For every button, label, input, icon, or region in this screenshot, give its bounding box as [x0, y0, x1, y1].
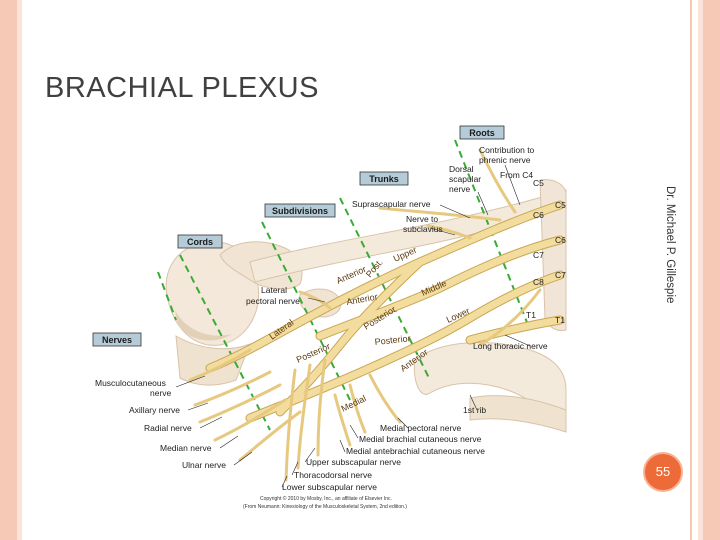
upper-subscapular-branch — [316, 358, 327, 457]
root-label-t1-small: T1 — [526, 310, 536, 320]
division-label-anterior-1: Anterior — [335, 264, 368, 286]
thoracodorsal-branch — [296, 363, 312, 470]
cords-header-box — [177, 234, 223, 249]
label-upper-subscapular: Upper subscapular nerve — [306, 457, 401, 467]
label-contribution-phrenic-2: phrenic nerve — [479, 155, 531, 165]
posterior-cord-nerve — [276, 258, 424, 416]
radial-branch — [198, 383, 282, 424]
slide-title: BRACHIAL PLEXUS — [45, 72, 319, 104]
divider-cords-nerves — [179, 254, 271, 431]
label-nerve-to-subclavius-2: subclavius — [403, 224, 443, 234]
axillary-branch — [193, 370, 272, 407]
nerves-header: Nerves — [102, 335, 132, 345]
label-contribution-phrenic-1: Contribution to — [479, 145, 535, 155]
root-label-c5: C5 — [555, 200, 566, 210]
lateral-pectoral-branch — [298, 290, 332, 310]
lower-subscapular-branch — [284, 368, 297, 482]
label-axillary: Axillary nerve — [129, 405, 180, 415]
root-label-t1: T1 — [555, 315, 565, 325]
divider-nerves-end — [157, 271, 177, 321]
label-radial: Radial nerve — [144, 423, 192, 433]
t1-root-nerve — [466, 316, 564, 344]
slide-border-right-inner — [698, 0, 703, 540]
root-label-c8-small: C8 — [533, 277, 544, 287]
root-labels: C5 C6 C7 T1 C5 C6 C7 C8 T1 From C4 — [500, 170, 566, 325]
nerve-paths — [188, 148, 565, 482]
cords-header: Cords — [187, 237, 213, 247]
roots-header: Roots — [469, 128, 495, 138]
divider-subdivisions-cords — [261, 221, 351, 401]
label-nerve-to-subclavius-1: Nerve to — [406, 214, 438, 224]
root-label-c5-small: C5 — [533, 178, 544, 188]
label-thoracodorsal: Thoracodorsal nerve — [294, 470, 372, 480]
label-medial-pectoral: Medial pectoral nerve — [380, 423, 462, 433]
slide-border-left-inner — [17, 0, 22, 540]
label-dorsal-scapular-1: Dorsal — [449, 164, 474, 174]
trunks-header-box — [359, 171, 409, 186]
leader-lines — [175, 164, 531, 488]
copyright-line-1: Copyright © 2010 by Mosby, Inc., an affi… — [260, 495, 392, 502]
label-medial-antebrachial-cut: Medial antebrachial cutaneous nerve — [346, 446, 485, 456]
medial-pectoral-branch — [368, 373, 402, 424]
humeral-head-shade — [175, 310, 232, 341]
label-lateral-pectoral-1: Lateral — [261, 285, 287, 295]
humerus-shaft — [175, 335, 251, 386]
nerve-to-subclavius-branch — [426, 224, 472, 240]
ulnar-branch — [238, 410, 302, 462]
division-label-posterior-3: Posterior — [374, 333, 411, 347]
label-medial-brachial-cut: Medial brachial cutaneous nerve — [359, 434, 482, 444]
root-label-c7: C7 — [555, 270, 566, 280]
median-branch — [213, 398, 287, 442]
root-label-c6-small: C6 — [533, 210, 544, 220]
trunks-header: Trunks — [369, 174, 399, 184]
nerves-header-box — [92, 332, 142, 347]
label-lateral-pectoral-2: pectoral nerve — [246, 296, 300, 306]
subdivisions-header-box — [264, 203, 336, 218]
slide-border-left — [0, 0, 17, 540]
label-long-thoracic: Long thoracic nerve — [473, 341, 548, 351]
label-dorsal-scapular-3: nerve — [449, 184, 471, 194]
label-musculocutaneous-2: nerve — [150, 388, 172, 398]
label-ulnar: Ulnar nerve — [182, 460, 226, 470]
section-headers: Roots Trunks Subdivisions Cords Nerves — [92, 125, 505, 347]
long-thoracic-branch — [478, 288, 542, 347]
slide-border-right — [703, 0, 720, 540]
structure-labels: Contribution to phrenic nerve Dorsal sca… — [95, 145, 548, 492]
rib-2 — [469, 395, 567, 433]
copyright-line-2: (From Neumann: Kinesiology of the Muscul… — [243, 504, 407, 510]
page-number-badge: 55 — [643, 452, 683, 492]
label-median: Median nerve — [160, 443, 212, 453]
label-dorsal-scapular-2: scapular — [449, 174, 481, 184]
medial-brachial-cut-branch — [348, 383, 367, 434]
label-first-rib: 1st rib — [463, 405, 486, 415]
root-label-c7-small: C7 — [533, 250, 544, 260]
subdivisions-header: Subdivisions — [272, 206, 328, 216]
slide-right-divider — [690, 0, 692, 540]
medial-antebrachial-cut-branch — [333, 393, 352, 447]
dorsal-scapular-branch — [478, 148, 517, 214]
suprascapular-branch — [378, 206, 502, 222]
label-musculocutaneous-1: Musculocutaneous — [95, 378, 166, 388]
roots-header-box — [459, 125, 505, 140]
upper-trunk-to-lateral-cord — [206, 201, 564, 372]
author-vertical-text: Dr. Michael P. Gillespie — [664, 186, 676, 304]
label-lower-subscapular: Lower subscapular nerve — [282, 482, 377, 492]
musculocutaneous-branch — [188, 348, 252, 382]
from-c4-label: From C4 — [500, 170, 533, 180]
root-label-c6: C6 — [555, 235, 566, 245]
label-suprascapular: Suprascapular nerve — [352, 199, 431, 209]
